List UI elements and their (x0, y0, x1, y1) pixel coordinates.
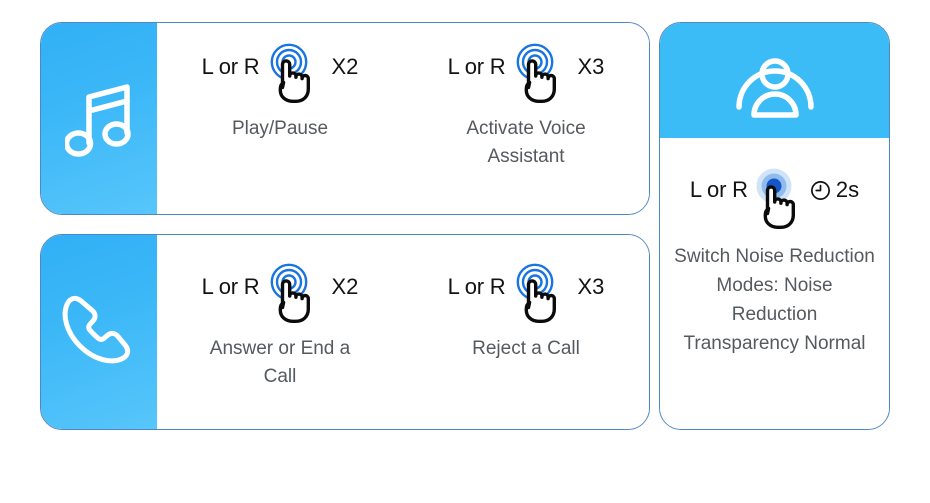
duration-value: 2s (835, 177, 860, 202)
clock-icon (810, 180, 830, 200)
person-headphones-icon (735, 57, 814, 118)
phone-icon-panel (41, 235, 157, 429)
gesture-play-pause: L or R X2 Play/Pause (157, 23, 403, 143)
gesture-answer-end-call: L or R X2 Answer or End a Cal (157, 235, 403, 391)
noise-control-card: L or R 2s Switch N (659, 22, 890, 430)
long-press-icon (752, 168, 796, 229)
tap-count: X3 (577, 54, 605, 79)
gesture-line: L or R X2 (201, 43, 359, 103)
gesture-label: Reject a Call (472, 338, 580, 359)
double-tap-icon (267, 263, 311, 323)
triple-tap-icon (513, 43, 557, 103)
gesture-label: Activate Voice Assistant (466, 118, 586, 167)
gesture-line: L or R X2 (201, 263, 359, 323)
noise-control-body: L or R 2s Switch N (660, 138, 889, 429)
triple-tap-icon (513, 263, 557, 323)
gesture-reject-call: L or R X3 Reject a Call (403, 235, 649, 363)
gesture-line: L or R X3 (447, 43, 605, 103)
ear-label: L or R (447, 274, 506, 299)
noise-control-label: Switch Noise Reduction Modes: Noise Redu… (674, 246, 875, 354)
music-card: L or R X2 Play/Pause (40, 22, 650, 215)
double-tap-icon (267, 43, 311, 103)
tap-count: X3 (577, 274, 605, 299)
gesture-label: Answer or End a Call (209, 338, 351, 387)
ear-label: L or R (689, 177, 748, 202)
call-gestures: L or R X2 Answer or End a Cal (157, 235, 649, 429)
music-icon-panel (41, 23, 157, 214)
phone-icon (62, 295, 131, 364)
gesture-voice-assistant: L or R X3 Activate Voice Assi (403, 23, 649, 171)
music-gestures: L or R X2 Play/Pause (157, 23, 649, 214)
person-icon-panel (660, 23, 889, 138)
duration-group: 2s (810, 177, 859, 203)
music-note-icon (65, 83, 131, 157)
gesture-label: Play/Pause (231, 118, 329, 139)
ear-label: L or R (201, 274, 260, 299)
tap-count: X2 (331, 54, 359, 79)
call-card: L or R X2 Answer or End a Cal (40, 234, 650, 430)
ear-label: L or R (201, 54, 260, 79)
gesture-line: L or R X3 (447, 263, 605, 323)
ear-label: L or R (447, 54, 506, 79)
gesture-line-long-press: L or R 2s (689, 168, 859, 229)
tap-count: X2 (331, 274, 359, 299)
